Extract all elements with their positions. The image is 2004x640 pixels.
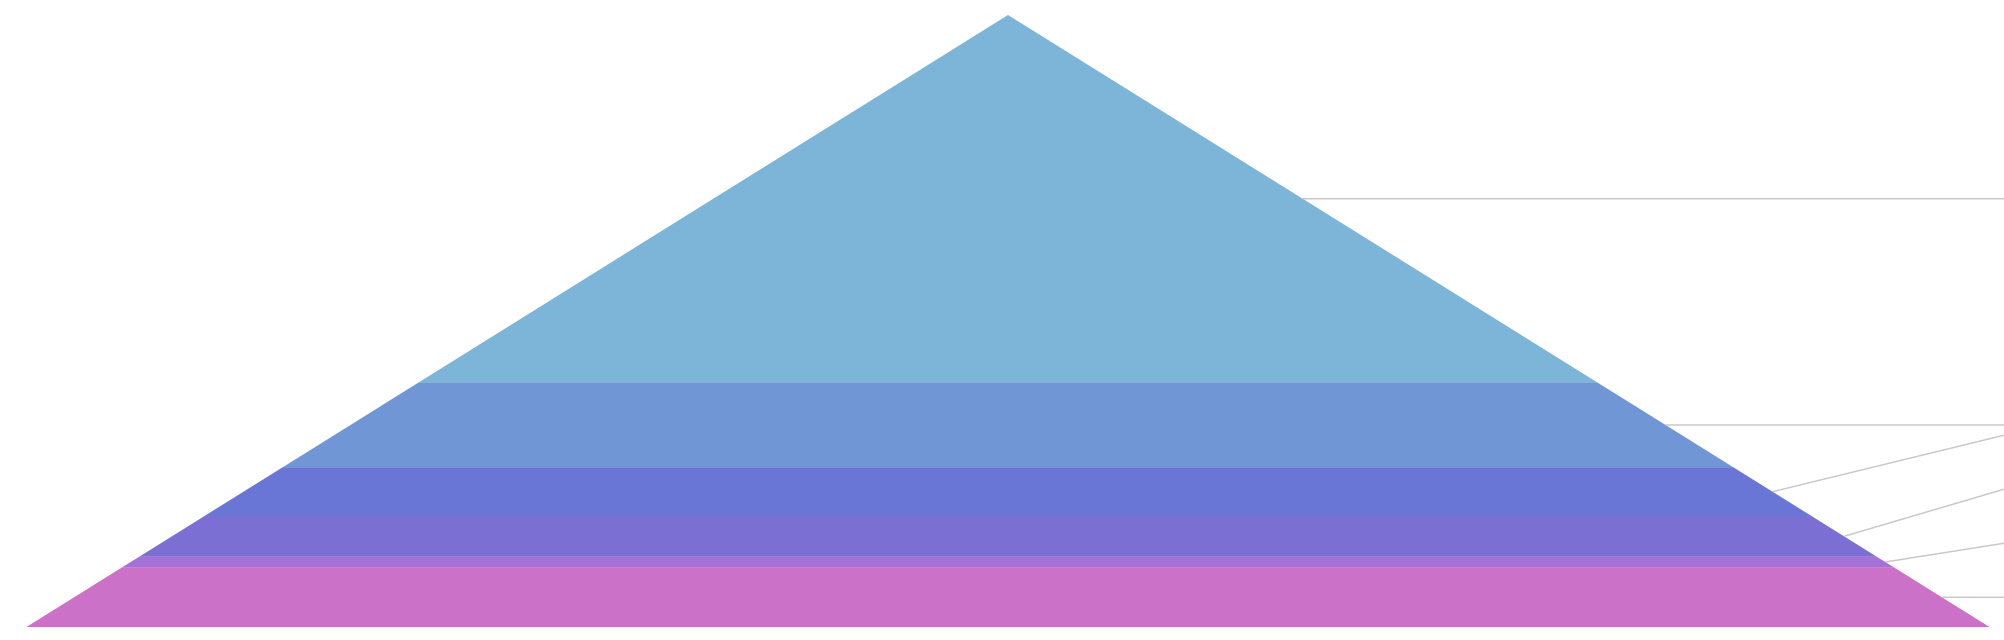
pyramid-layer-2: [282, 382, 1734, 468]
pyramid-layer-3: [204, 467, 1812, 516]
connector-lines: [1302, 198, 2004, 598]
pyramid-layer-1: [418, 15, 1598, 383]
pyramid-layer-5: [122, 556, 1894, 568]
connector-line-4: [1843, 488, 2004, 538]
pyramid-layers: [26, 15, 1990, 627]
pyramid-layer-4: [139, 516, 1877, 557]
connector-line-5: [1885, 542, 2004, 563]
pyramid-layer-6: [26, 567, 1990, 627]
connector-line-3: [1772, 434, 2004, 493]
